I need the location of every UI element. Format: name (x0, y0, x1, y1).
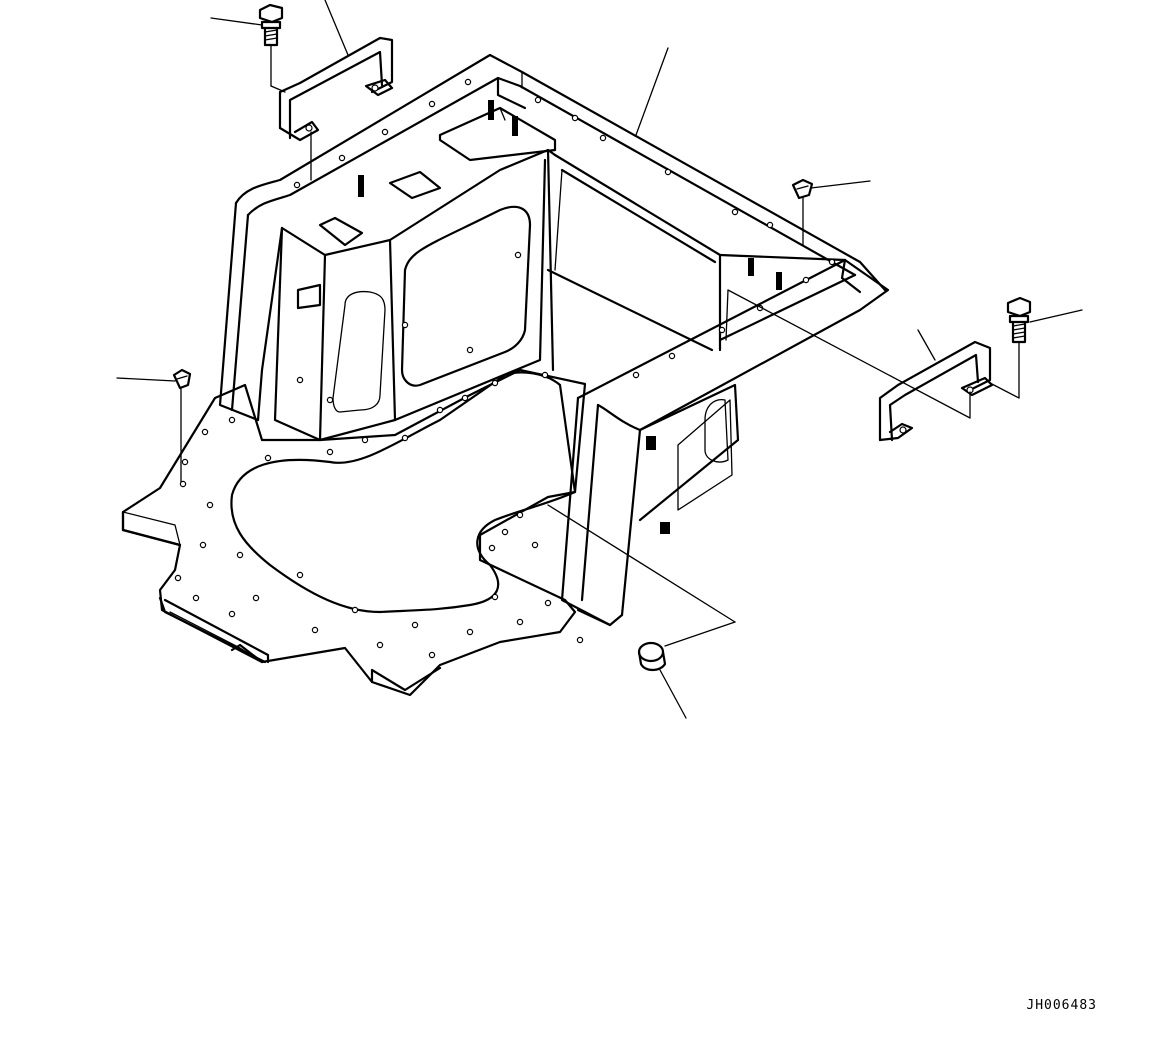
bolt-left (258, 3, 284, 47)
leader-lines (116, 0, 1083, 719)
plug-top (791, 178, 814, 200)
floor-holes (174, 371, 584, 659)
grab-handle-left (278, 36, 394, 142)
plug-left (172, 368, 192, 390)
frame-holes (293, 78, 836, 404)
cap (637, 641, 667, 672)
assembly-lines (180, 44, 1020, 647)
grab-handle-right (878, 340, 994, 442)
floor-plate (121, 368, 587, 697)
bolt-right (1006, 296, 1032, 344)
cab-floor-frame (218, 53, 890, 627)
drawing-id: JH006483 (1026, 998, 1097, 1013)
